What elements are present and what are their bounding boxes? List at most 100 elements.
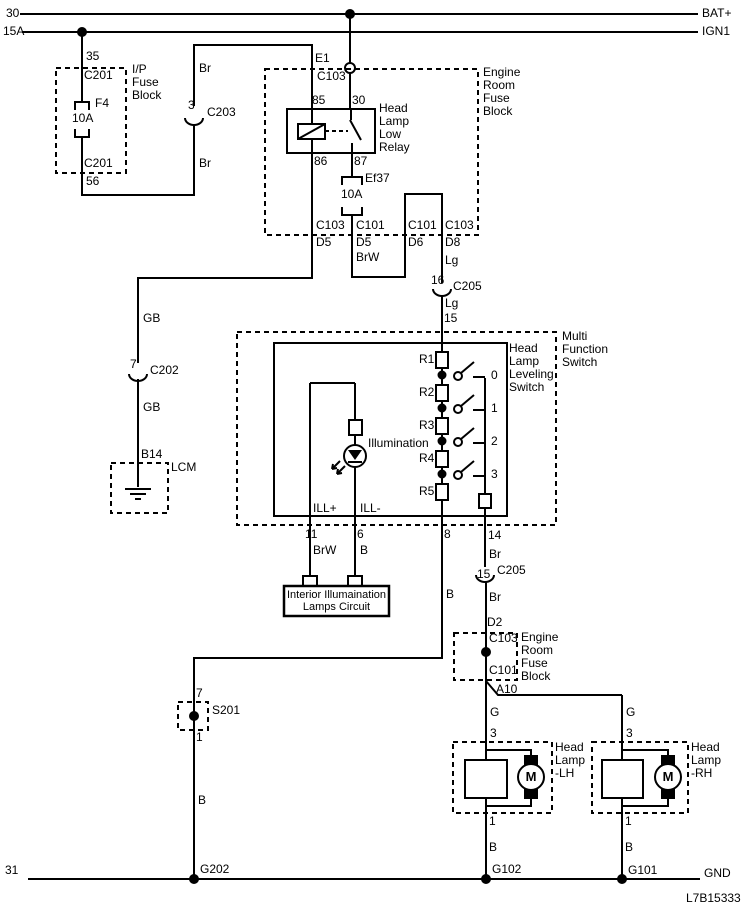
pin8-ground-wire <box>177 500 443 879</box>
label-r4: R4 <box>419 451 435 465</box>
label-b-wire8b: B <box>198 793 207 807</box>
label-g-lh: G <box>490 705 500 719</box>
label-c203-pin: 3 <box>188 98 195 112</box>
label-r5: R5 <box>419 484 435 498</box>
label-erfb2-c103: C103 <box>489 631 518 645</box>
label-pin-86: 86 <box>314 154 328 168</box>
label-gnd: GND <box>704 866 731 880</box>
connector-c203-icon <box>184 117 204 126</box>
engine-room-fuse-block-1-box <box>264 68 479 236</box>
label-mfs-name: Multi Function Switch <box>562 329 609 369</box>
label-pin-87: 87 <box>354 154 368 168</box>
label-doc-code: L7B15333 <box>686 891 741 905</box>
ground-symbol-icon <box>125 488 151 500</box>
label-br-above-c203: Br <box>199 61 211 75</box>
label-3-lh: 3 <box>490 726 497 740</box>
label-c101-d5-conn: C101 <box>356 218 385 232</box>
label-f4-rating: 10A <box>72 111 94 125</box>
label-r3: R3 <box>419 418 435 432</box>
label-c103-e1: C103 <box>317 69 346 83</box>
label-c103-d5-pin: D5 <box>316 235 332 249</box>
label-hlls-name: Head Lamp Leveling Switch <box>509 341 554 394</box>
label-erfb2-c101: C101 <box>489 663 518 677</box>
label-rail-30: 30 <box>6 6 20 20</box>
splice-s201-box <box>177 701 209 731</box>
label-b-wire8: B <box>446 587 455 601</box>
relay-86-to-lcm-wire <box>125 153 313 500</box>
label-lcm: LCM <box>171 460 197 474</box>
label-illumination: Illumination <box>368 436 429 450</box>
label-lg-wire: Lg <box>445 253 459 267</box>
label-ip-fuse-block: I/P Fuse Block <box>132 62 162 102</box>
label-b-6: B <box>360 543 369 557</box>
label-c103-d8-conn: C103 <box>445 218 474 232</box>
label-c201-bottom: C201 <box>84 156 113 170</box>
label-g101: G101 <box>628 863 658 877</box>
label-erfb1: Engine Room Fuse Block <box>483 65 521 118</box>
switch-contacts-icon <box>453 361 492 525</box>
power-rail-30 <box>20 9 698 19</box>
label-br-below-c203: Br <box>199 156 211 170</box>
label-ill-minus: ILL- <box>360 501 381 515</box>
label-fuse-f4: F4 <box>95 96 110 110</box>
label-relay-name: Head Lamp Low Relay <box>379 101 410 154</box>
label-a10: A10 <box>496 682 518 696</box>
connector-c205-16-icon <box>432 288 452 297</box>
ign-to-relay-wire <box>74 32 313 196</box>
label-gb-2: GB <box>143 400 161 414</box>
label-pin-14: 14 <box>488 528 502 542</box>
label-1-lh: 1 <box>489 814 496 828</box>
label-c103-d8-pin: D8 <box>445 235 461 249</box>
label-pos-1: 1 <box>491 401 498 415</box>
label-gb-1: GB <box>143 311 161 325</box>
label-c202: C202 <box>150 363 179 377</box>
label-g102: G102 <box>492 862 522 876</box>
label-e1: E1 <box>315 51 330 65</box>
label-c101-d6-pin: D6 <box>408 235 424 249</box>
label-r1: R1 <box>419 352 435 366</box>
label-c205-15-pin: 15 <box>477 567 491 581</box>
label-r2: R2 <box>419 385 435 399</box>
lcm-box <box>110 462 169 514</box>
label-erfb2: Engine Room Fuse Block <box>521 630 559 683</box>
label-ef37: Ef37 <box>365 171 390 185</box>
headlamp-rh-icon <box>591 741 689 814</box>
headlamp-lh-icon <box>452 741 553 814</box>
label-bat: BAT+ <box>702 6 732 20</box>
label-s201-pin1: 1 <box>196 730 203 744</box>
label-d2: D2 <box>487 615 503 629</box>
label-pin-11: 11 <box>305 527 318 541</box>
resistor-ladder-icon <box>435 351 449 658</box>
label-pos-2: 2 <box>491 434 498 448</box>
label-c203: C203 <box>207 105 236 119</box>
ground-rail-31 <box>28 874 700 884</box>
label-c103-d5-conn: C103 <box>316 218 345 232</box>
label-c205-16-pin: 16 <box>431 273 445 287</box>
interior-illumination-box <box>282 575 391 618</box>
label-b-lh: B <box>489 840 498 854</box>
label-headlamp-lh: Head Lamp -LH <box>555 740 586 780</box>
relay-87-to-switch-wire <box>341 153 452 352</box>
label-lg-below: Lg <box>445 296 459 310</box>
label-brw-wire: BrW <box>356 250 380 264</box>
label-ign1: IGN1 <box>702 24 731 38</box>
illumination-led-icon <box>309 382 367 576</box>
label-pin-30: 30 <box>352 93 366 107</box>
label-c101-d5-pin: D5 <box>356 235 372 249</box>
label-rail-15a: 15A <box>3 24 25 38</box>
label-pin-35: 35 <box>86 49 100 63</box>
multi-function-switch-box <box>236 331 557 526</box>
headlamp-leveling-switch-box <box>273 342 508 517</box>
label-mfs-pin-15: 15 <box>444 311 458 325</box>
headlamp-low-relay-icon <box>286 108 376 154</box>
label-b-rh: B <box>625 840 634 854</box>
label-pin-85: 85 <box>312 93 326 107</box>
label-br-14a: Br <box>489 547 501 561</box>
label-headlamp-rh: Head Lamp -RH <box>691 740 722 780</box>
label-pos-3: 3 <box>491 467 498 481</box>
label-pin-8: 8 <box>444 527 451 541</box>
label-brw-11: BrW <box>313 543 337 557</box>
label-c101-d6-conn: C101 <box>408 218 437 232</box>
label-br-14b: Br <box>489 590 501 604</box>
